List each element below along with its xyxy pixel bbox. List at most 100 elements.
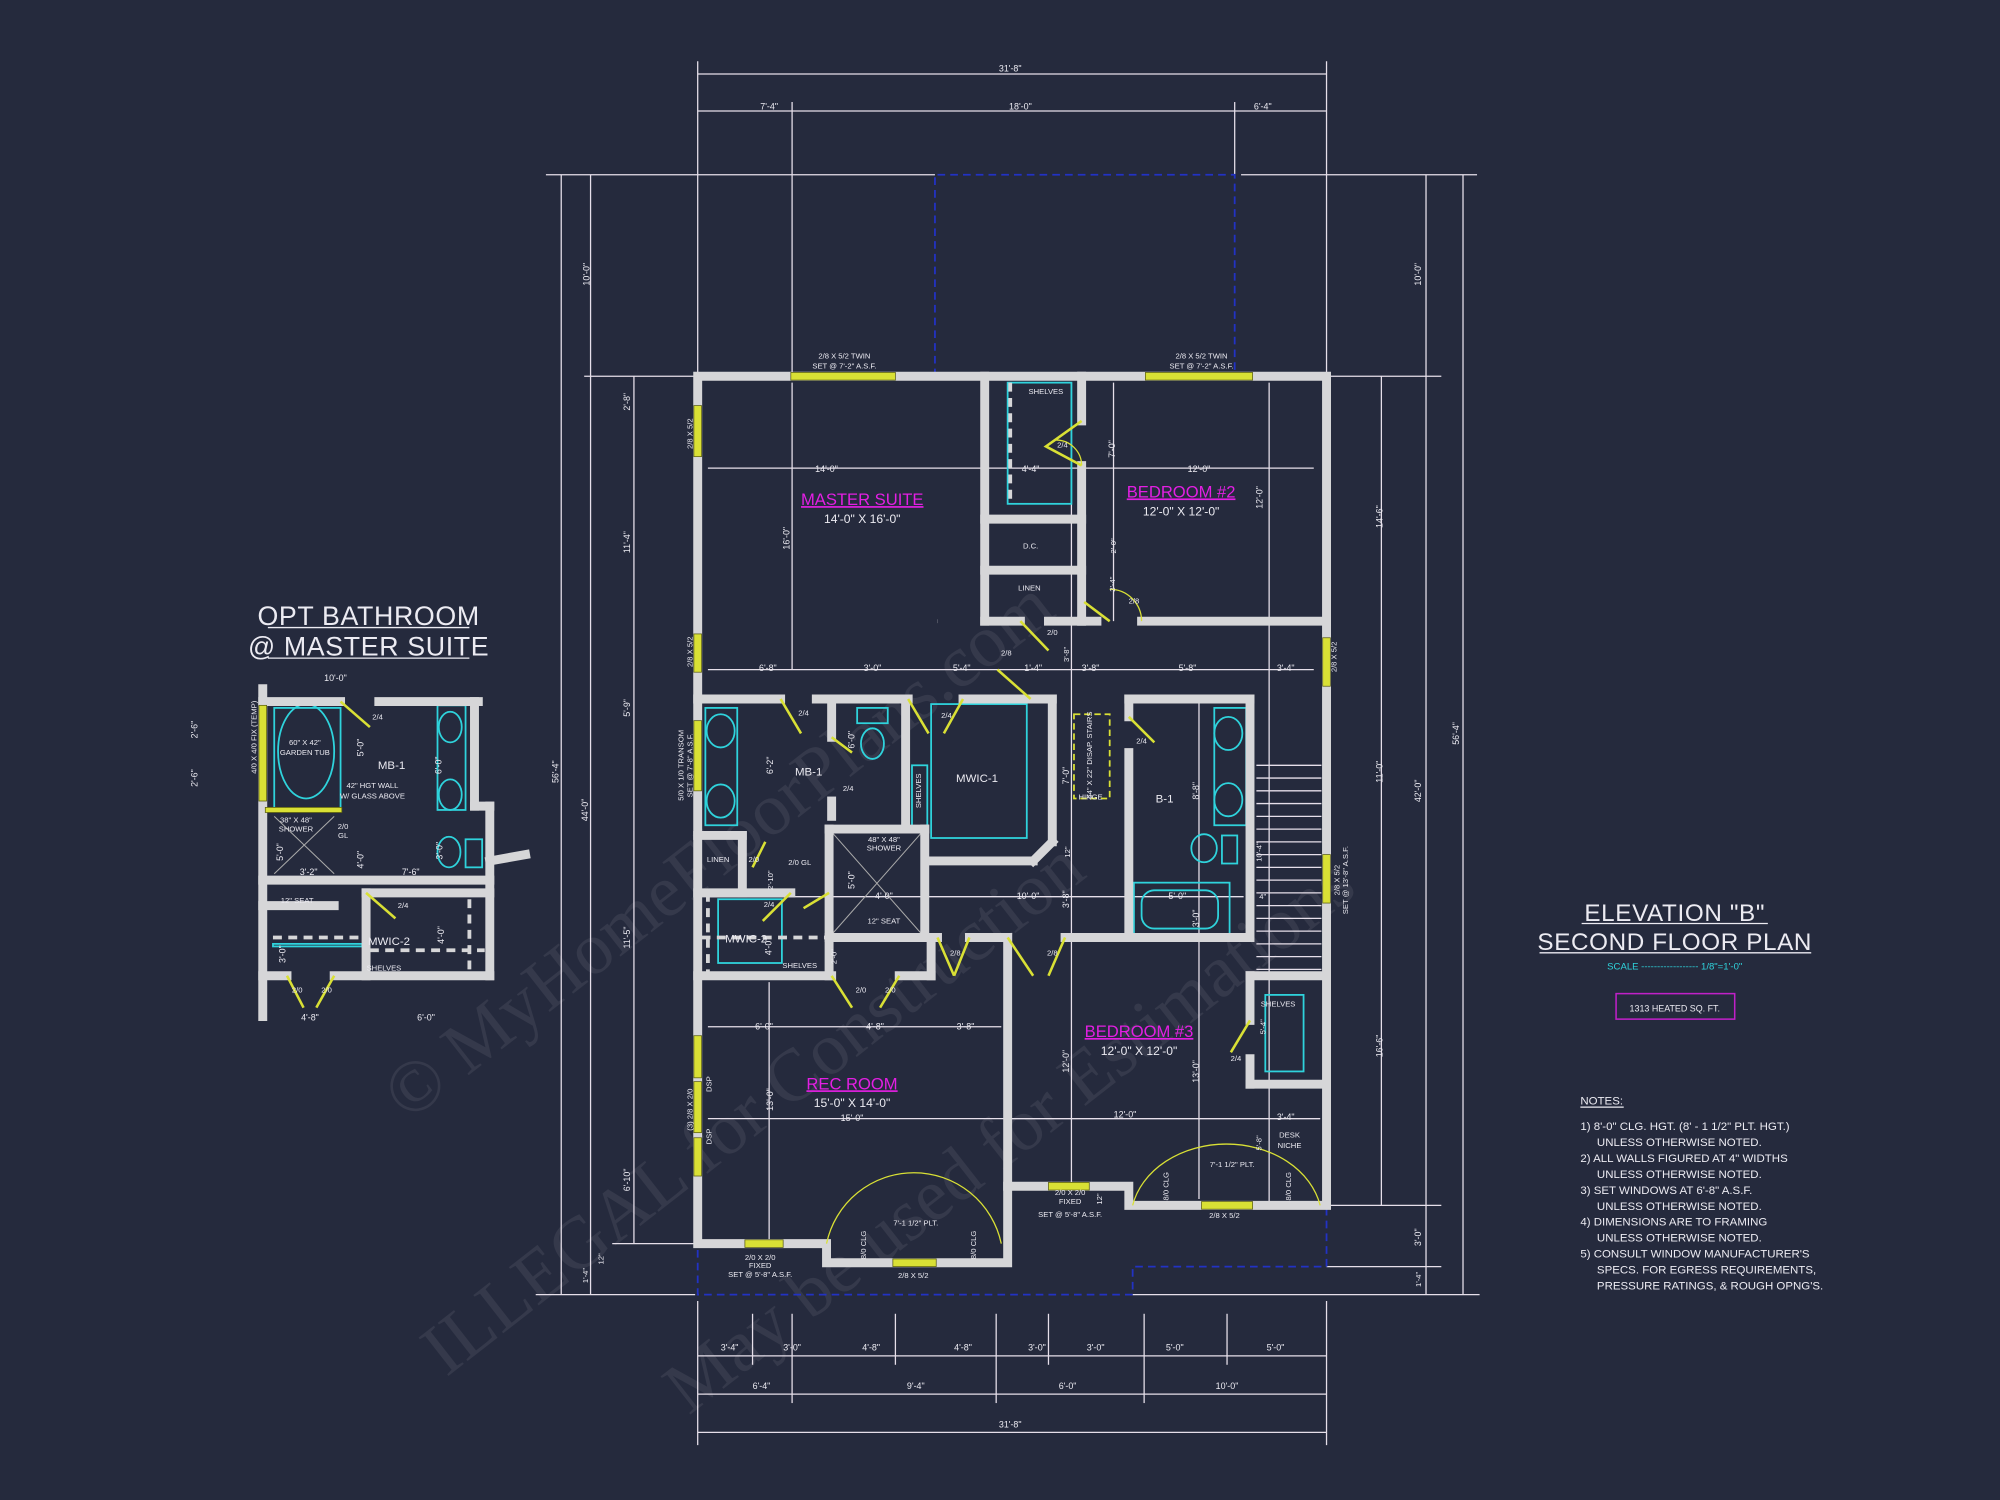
dimension-text: 12": [596, 1253, 605, 1264]
dimension-text: 3'-4": [1277, 1112, 1295, 1122]
door-swing[interactable]: [751, 841, 767, 868]
dimension-text: 3'-0": [1028, 1343, 1046, 1353]
dimension-text: 12": [1063, 846, 1072, 857]
dimension-text: 5'-0": [1168, 891, 1186, 901]
door-label: 2/0: [338, 822, 349, 831]
dimension-text: 42'-0": [1413, 779, 1423, 802]
room-size: 12'-0" X 12'-0": [1143, 504, 1220, 518]
dimension-text: 12": [1095, 1193, 1104, 1204]
door-swing[interactable]: [907, 698, 930, 735]
label: 12" SEAT: [281, 896, 314, 905]
door-swing[interactable]: [1006, 936, 1035, 977]
door-swing[interactable]: [830, 975, 854, 1009]
door-label: 2/4: [1136, 737, 1147, 746]
dimension-text: 11'-4": [622, 531, 632, 553]
window: [1322, 854, 1331, 904]
door-label: 2/4: [398, 901, 409, 910]
window: [258, 704, 267, 802]
window-label: FIXED: [749, 1261, 772, 1270]
door-swing[interactable]: [285, 975, 305, 1009]
window-label: SET @ 7'-8" A.S.F.: [686, 733, 695, 797]
plan-title: ELEVATION "B": [1584, 900, 1765, 927]
label: 38" X 48": [280, 816, 312, 825]
notes-heading: NOTES:: [1580, 1096, 1623, 1108]
door-swing[interactable]: [879, 975, 901, 1009]
door-swing[interactable]: [1019, 620, 1050, 652]
interior-wall: [484, 849, 531, 867]
dimension-text: 3'-8": [1062, 646, 1071, 662]
door-label: 2/8: [950, 948, 961, 957]
door-swing[interactable]: [1043, 419, 1083, 467]
dimension-text: 10'-0": [1216, 1381, 1239, 1391]
dimension-text: 3'-0": [278, 945, 288, 963]
dimension-text: 4'-8": [301, 1012, 319, 1022]
dimension-text: 12'-0": [1114, 1109, 1137, 1119]
dimension-text: 6'-10": [622, 1169, 632, 1192]
dimension-text: 18'-0": [1009, 102, 1032, 112]
door-swing[interactable]: [936, 936, 956, 977]
dimension-text: 10'-0": [581, 263, 591, 286]
window-label: 2/8 X 5/2 TWIN: [1175, 351, 1227, 360]
door-swing[interactable]: [315, 975, 336, 1009]
dimension-text: 14'-0": [815, 464, 838, 474]
label: 8/0 CLG: [859, 1231, 868, 1260]
door-swing[interactable]: [365, 891, 397, 920]
door-swing[interactable]: [761, 891, 792, 922]
label: LINEN: [1018, 584, 1041, 593]
window: [693, 720, 702, 792]
label: SHOWER: [279, 825, 314, 834]
dimension-text: 12'-0": [1061, 1050, 1071, 1073]
dimension-text: 1'-4": [581, 1268, 590, 1284]
dimension-text: 6'-0": [433, 756, 443, 774]
dimension-text: 15'-0": [841, 1113, 864, 1123]
room-tag: MWIC-2: [368, 936, 410, 948]
door-label: 2/0 GL: [788, 858, 811, 867]
dimension-text: 13'-0": [1191, 1060, 1201, 1083]
label: 8/0 CLG: [1161, 1172, 1170, 1201]
door-label: 2/8: [1047, 948, 1058, 957]
room-tag: MB-1: [378, 760, 405, 772]
label: SHELVES: [782, 961, 817, 970]
door-swing[interactable]: [952, 937, 971, 977]
dimension-text: 11'-0": [1375, 761, 1385, 783]
door-label: 2/4: [941, 711, 952, 720]
door-swing[interactable]: [942, 698, 965, 735]
window-label: SET @ 7'-2" A.S.F.: [1170, 362, 1234, 371]
door-swing[interactable]: [1083, 601, 1111, 623]
dimension-text: 12'-0": [1255, 486, 1265, 509]
door-swing[interactable]: [1127, 715, 1156, 744]
fixture: [1221, 834, 1239, 865]
door-swing[interactable]: [1229, 1019, 1252, 1053]
window: [744, 1239, 784, 1248]
note-line: 1) 8'-0" CLG. HGT. (8' - 1 1/2" PLT. HGT…: [1580, 1121, 1789, 1133]
label: D.C.: [1023, 541, 1038, 550]
opt-bath-title: @ MASTER SUITE: [248, 632, 489, 662]
room-name-master-suite: MASTER SUITE: [801, 490, 924, 509]
dimension-text: 16'-0": [782, 527, 792, 550]
door-label: 2/0: [321, 985, 332, 994]
door-label: 2/4: [798, 709, 809, 718]
window-label: FIXED: [1059, 1197, 1082, 1206]
label: HINGE: [1078, 793, 1102, 802]
fixture: [704, 707, 739, 827]
dimension-text: 3'-0": [1087, 1343, 1105, 1353]
window: [693, 633, 702, 673]
door-swing[interactable]: [339, 700, 371, 729]
door-swing[interactable]: [996, 668, 1032, 700]
dimension-text: 7'-0": [1061, 767, 1071, 785]
attic-stairs-hatch: [1073, 713, 1111, 800]
window: [1048, 1182, 1090, 1191]
dimension-text: 3'-0": [435, 842, 445, 860]
dimension-text: 9'-4": [907, 1381, 925, 1391]
door-swing[interactable]: [779, 698, 803, 735]
door-swing[interactable]: [1047, 936, 1067, 977]
shower-floor-drain-lines: [273, 815, 335, 875]
door-swing[interactable]: [830, 736, 853, 754]
dimension-text: 4": [1259, 892, 1266, 901]
dimension-text: 4'-0": [436, 926, 446, 944]
dimension-text: 10'-4": [1254, 842, 1263, 862]
door-swing[interactable]: [802, 891, 830, 910]
windows: [258, 372, 1331, 1267]
dimension-text: 5'-4": [953, 663, 971, 673]
dimension-text: 14'-6": [1375, 505, 1385, 528]
